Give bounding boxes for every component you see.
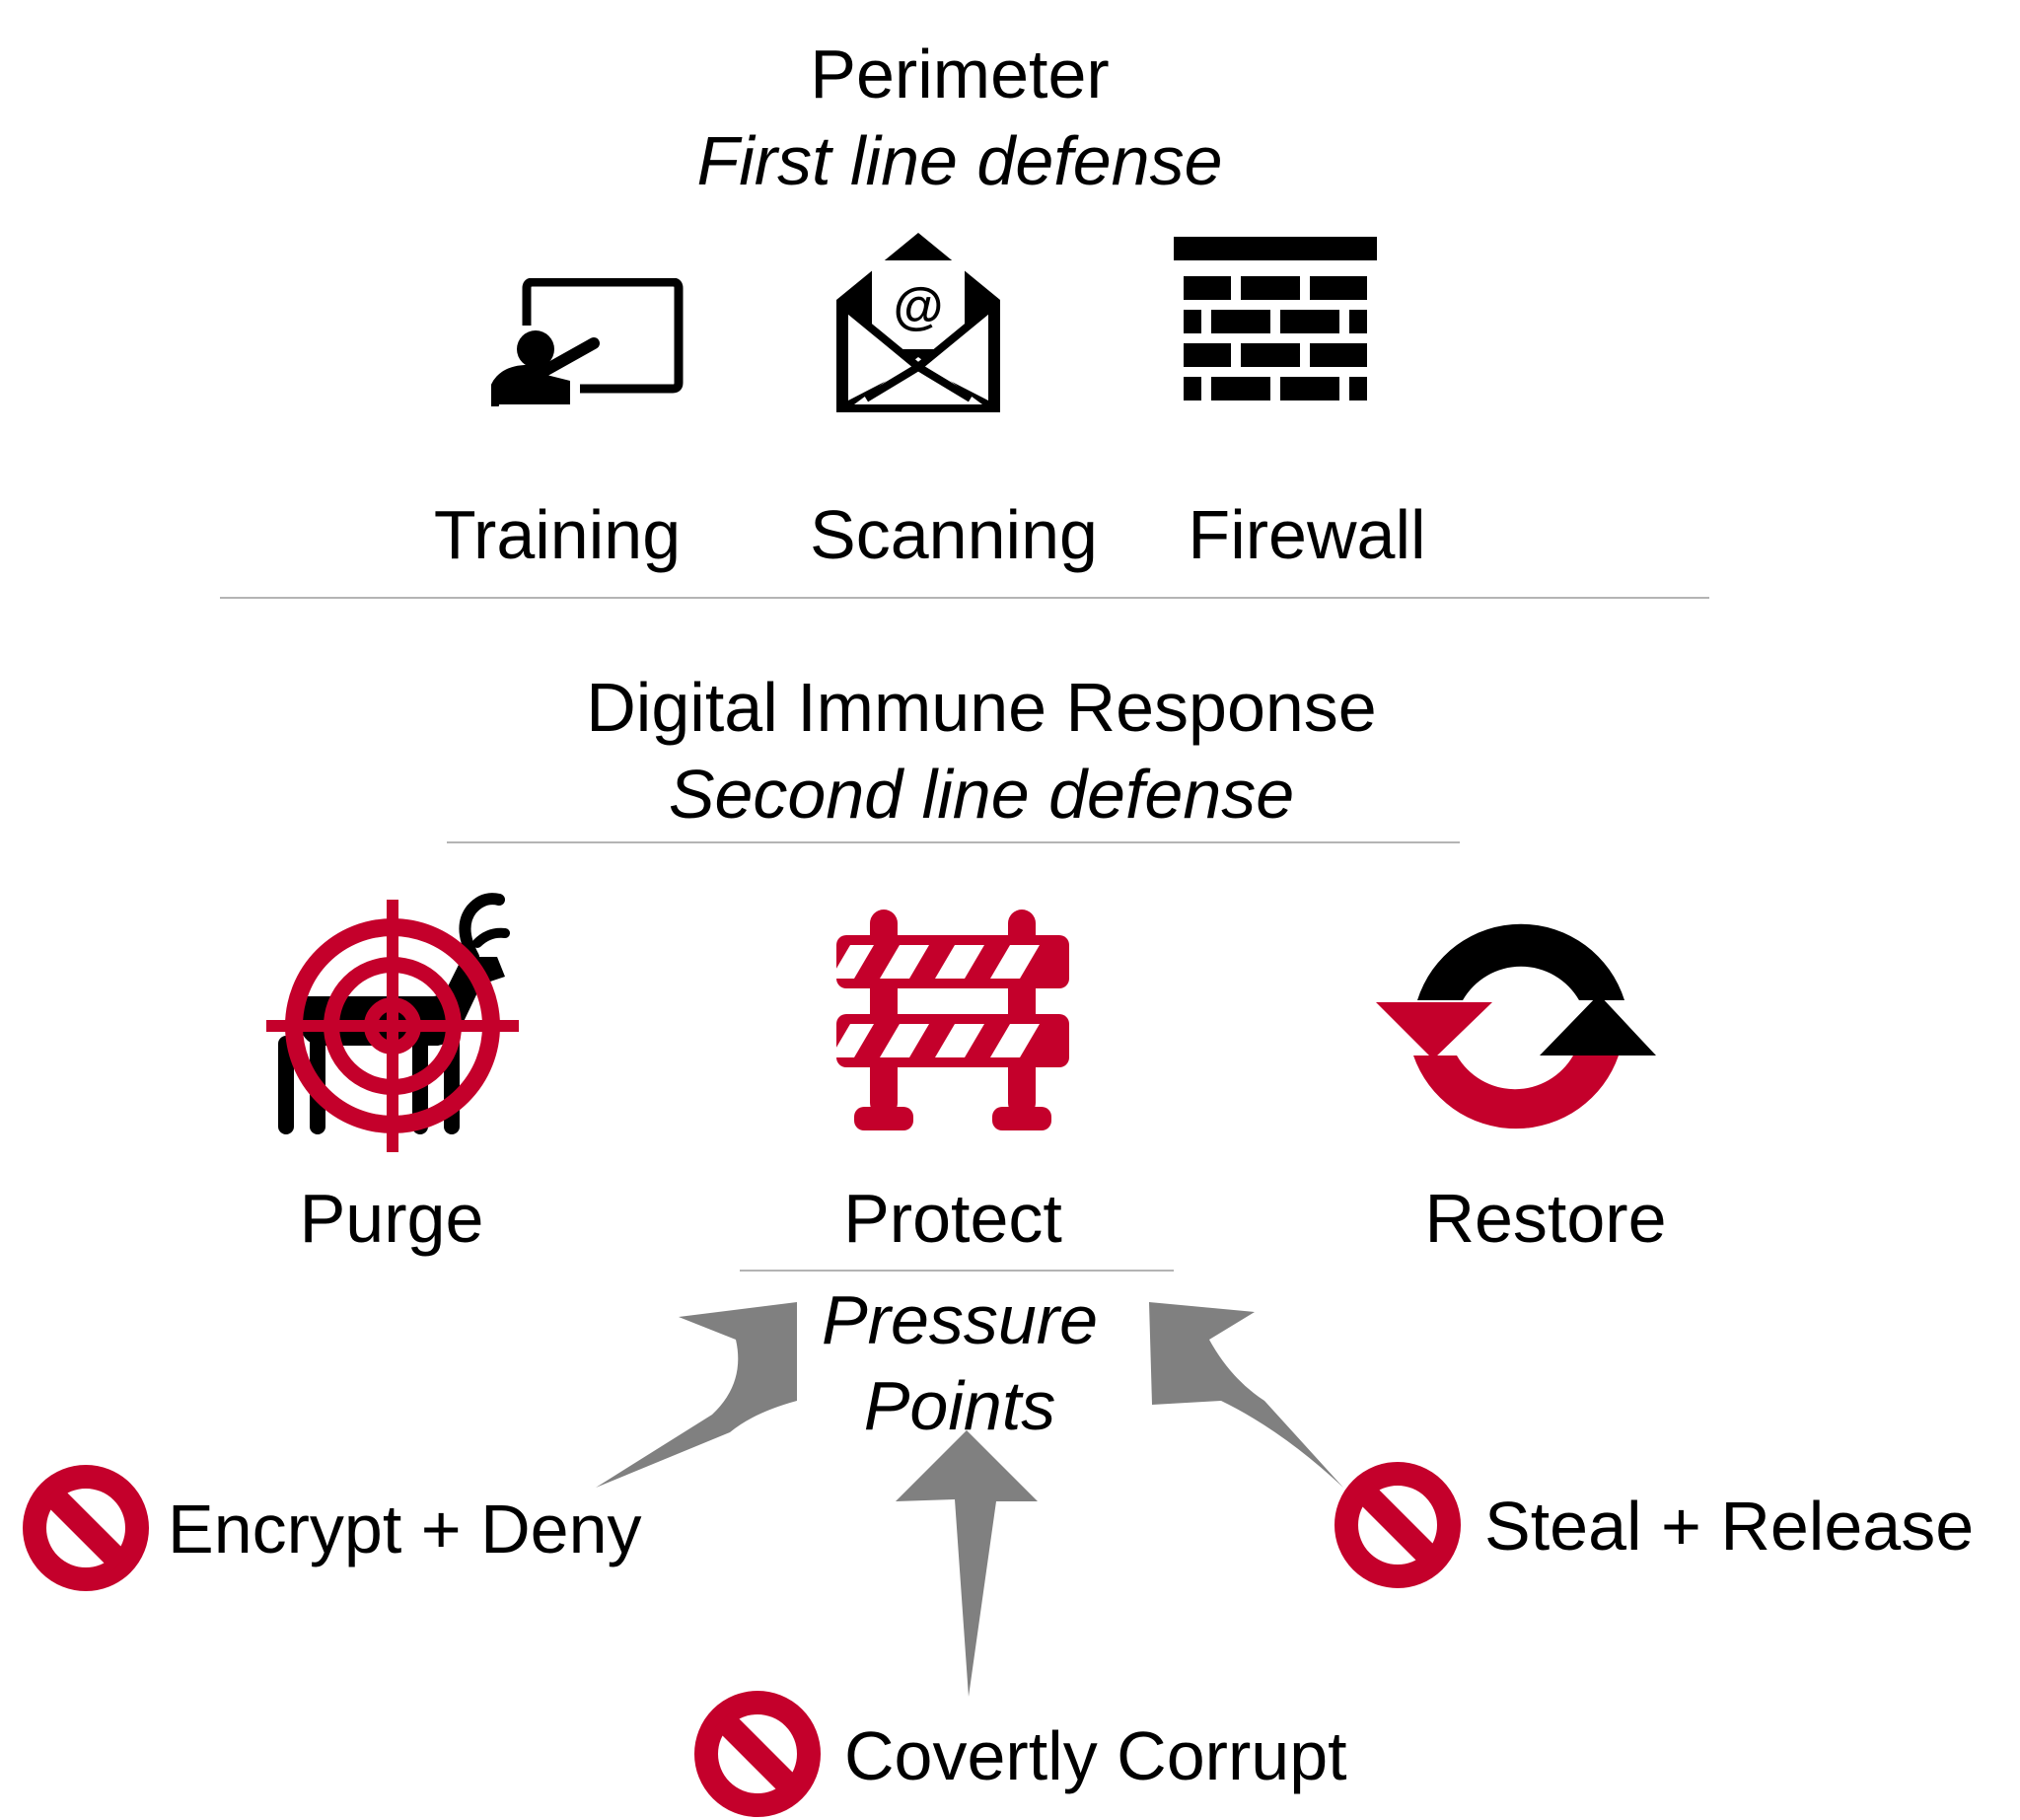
perimeter-subtitle: First line defense	[696, 122, 1223, 199]
firewall-label: Firewall	[1188, 496, 1426, 573]
restore-cycle-icon	[1376, 923, 1656, 1129]
perimeter-title: Perimeter	[810, 36, 1110, 112]
arrow-right	[1149, 1302, 1343, 1488]
pressure-points-line1: Pressure	[821, 1281, 1099, 1358]
immune-title: Digital Immune Response	[586, 669, 1377, 746]
immune-subtitle: Second line defense	[668, 756, 1295, 833]
target-crosshair-icon	[266, 893, 519, 1152]
training-label: Training	[433, 496, 682, 573]
subtitle-divider	[447, 841, 1460, 843]
email-scan-icon: @	[836, 233, 1000, 412]
prohibited-icon	[694, 1691, 821, 1817]
section-divider	[220, 597, 1709, 599]
purge-label: Purge	[299, 1180, 484, 1257]
arrow-left	[596, 1302, 797, 1488]
restore-label: Restore	[1424, 1180, 1667, 1257]
arrow-center	[896, 1430, 1038, 1697]
prohibited-icon	[23, 1465, 149, 1591]
firewall-icon	[1174, 237, 1377, 400]
pressure-points-line2: Points	[863, 1367, 1056, 1444]
threat-encrypt-deny: Encrypt + Deny	[168, 1491, 642, 1567]
threat-covertly-corrupt: Covertly Corrupt	[844, 1717, 1347, 1794]
barricade-icon	[836, 910, 1069, 1130]
prohibited-icon	[1335, 1462, 1461, 1588]
scanning-label: Scanning	[810, 496, 1098, 573]
threat-steal-release: Steal + Release	[1484, 1488, 1975, 1565]
training-presentation-icon	[491, 278, 684, 406]
pressure-divider	[740, 1270, 1174, 1272]
svg-text:@: @	[894, 278, 944, 335]
protect-label: Protect	[843, 1180, 1062, 1257]
